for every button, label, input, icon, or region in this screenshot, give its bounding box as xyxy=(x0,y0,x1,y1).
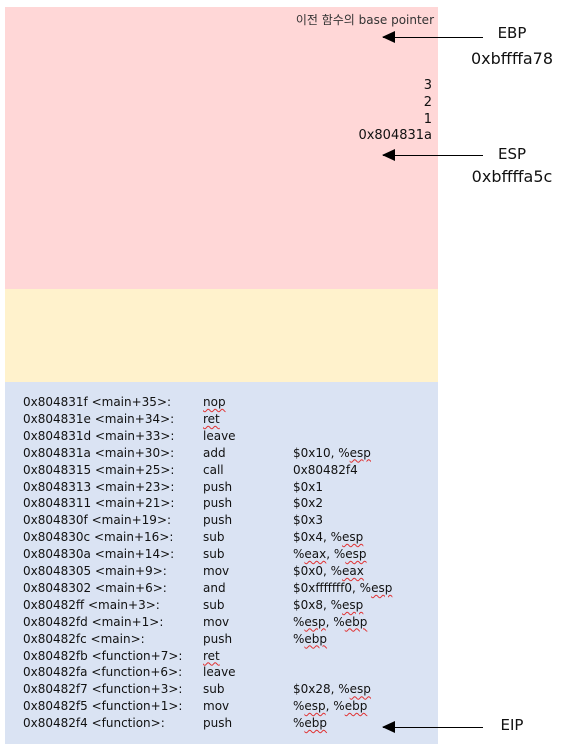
instruction-operands: $0xfffffff0, %esp xyxy=(293,580,393,595)
code-region: 0x804831f <main+35>: nop 0x804831e <main+3… xyxy=(5,382,438,744)
instruction-address: 0x804831f <main+35>: xyxy=(23,395,172,409)
instruction-address: 0x80482ff <main+3>: xyxy=(23,597,160,612)
instruction-opcode: sub xyxy=(203,597,225,612)
stack-value-return-address: 0x804831a xyxy=(358,128,432,143)
stack-frame-region: 이전 함수의 base pointer 3 2 1 0x804831a xyxy=(5,7,438,289)
instruction-opcode: mov xyxy=(203,614,230,629)
instruction-opcode: push xyxy=(203,716,233,731)
eip-arrow xyxy=(382,721,483,733)
ebp-label: EBP xyxy=(497,24,527,42)
esp-label: ESP xyxy=(497,145,527,163)
instruction-operands: $0x2 xyxy=(293,496,324,511)
stack-value-2: 2 xyxy=(423,95,432,110)
instruction-operands: $0x3 xyxy=(293,513,324,528)
instruction-operands: $0x10, %esp xyxy=(293,445,371,460)
instruction-operands: $0x28, %esp xyxy=(293,682,371,697)
instruction-operands: $0x8, %esp xyxy=(293,597,364,612)
instruction-address: 0x80482f7 <function+3>: xyxy=(23,682,183,697)
instruction-opcode: mov xyxy=(203,564,230,578)
instruction-address: 0x804831e <main+34>: xyxy=(23,411,175,426)
instruction-opcode: leave xyxy=(203,428,236,443)
stack-value-1: 1 xyxy=(423,112,432,127)
instruction-operands: $0x0, %eax xyxy=(293,564,364,578)
instruction-address: 0x804831a <main+30>: xyxy=(23,445,175,460)
instruction-address: 0x80482fa <function+6>: xyxy=(23,665,183,680)
instruction-address: 0x80482fd <main+1>: xyxy=(23,614,164,629)
instruction-opcode: push xyxy=(203,513,233,528)
instruction-opcode: push xyxy=(203,631,233,646)
instruction-opcode: push xyxy=(203,496,233,511)
instruction-opcode: push xyxy=(203,479,233,494)
instruction-opcode: sub xyxy=(203,682,225,697)
instruction-address: 0x804830f <main+19>: xyxy=(23,513,172,528)
esp-arrow xyxy=(382,149,483,161)
instruction-address: 0x8048313 <main+23>: xyxy=(23,479,175,494)
instruction-opcode: mov xyxy=(203,699,230,714)
instruction-operands: $0x4, %esp xyxy=(293,530,364,545)
instruction-opcode: ret xyxy=(203,411,220,426)
instruction-operands: %eax, %esp xyxy=(293,547,367,562)
instruction-opcode: call xyxy=(203,462,224,477)
instruction-operands: %esp, %ebp xyxy=(293,699,368,714)
instruction-opcode: add xyxy=(203,445,226,460)
instruction-operands: $0x1 xyxy=(293,479,324,494)
instruction-address: 0x804830c <main+16>: xyxy=(23,530,174,545)
instruction-address: 0x8048315 <main+25>: xyxy=(23,462,175,477)
instruction-operands: 0x80482f4 xyxy=(293,462,358,477)
instruction-address: 0x80482fb <function+7>: xyxy=(23,648,183,663)
instruction-address: 0x8048302 <main+6>: xyxy=(23,580,167,595)
esp-value: 0xbffffa5c xyxy=(471,167,553,186)
instruction-address: 0x80482fc <main>: xyxy=(23,631,145,646)
ebp-arrow xyxy=(382,31,483,43)
instruction-address: 0x804831d <main+33>: xyxy=(23,428,175,443)
instruction-opcode: and xyxy=(203,580,226,595)
instruction-opcode: nop xyxy=(203,395,226,409)
instruction-opcode: ret xyxy=(203,648,220,663)
instruction-operands: %ebp xyxy=(293,716,328,731)
instruction-address: 0x80482f5 <function+1>: xyxy=(23,699,183,714)
instruction-address: 0x804830a <main+14>: xyxy=(23,547,175,562)
eip-label: EIP xyxy=(500,716,524,734)
stack-unused-region xyxy=(5,289,438,382)
instruction-opcode: leave xyxy=(203,665,236,680)
instruction-opcode: sub xyxy=(203,530,225,545)
instruction-opcode: sub xyxy=(203,547,225,562)
instruction-operands: %ebp xyxy=(293,631,328,646)
ebp-value: 0xbffffa78 xyxy=(470,49,553,68)
instruction-address: 0x80482f4 <function>: xyxy=(23,716,165,731)
instruction-operands: %esp, %ebp xyxy=(293,614,368,629)
stack-value-3: 3 xyxy=(423,78,432,93)
instruction-address: 0x8048305 <main+9>: xyxy=(23,564,167,578)
instruction-address: 0x8048311 <main+21>: xyxy=(23,496,175,511)
previous-base-pointer-label: 이전 함수의 base pointer xyxy=(295,13,434,27)
